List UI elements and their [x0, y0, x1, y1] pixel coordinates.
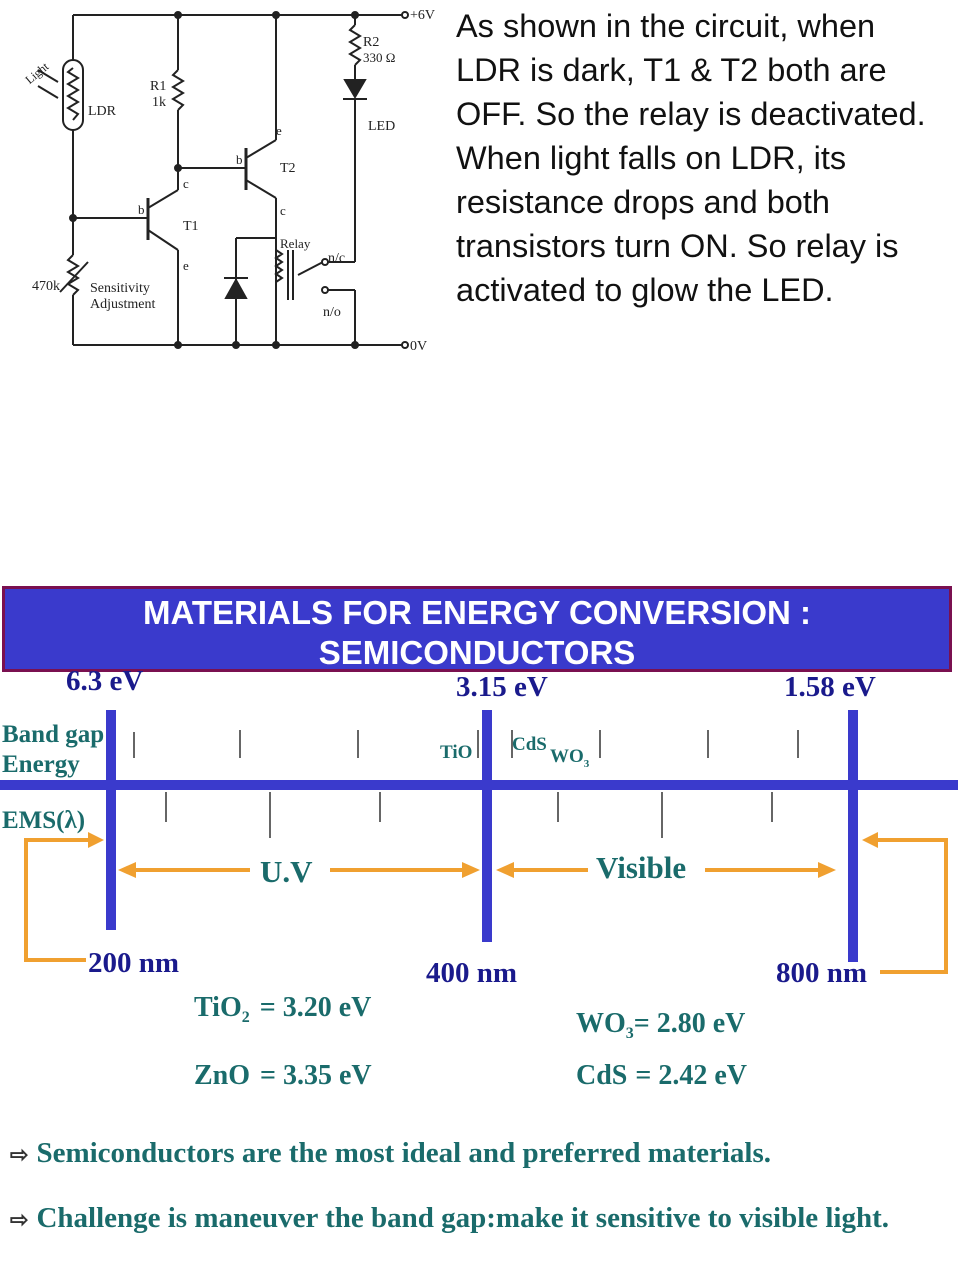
circuit-slide: Light LDR R1 1k R2 330 Ω +6V 0V LED T1 T… — [0, 0, 960, 360]
t2-base-label: b — [236, 152, 243, 167]
t1-base-label: b — [138, 202, 145, 217]
nc-label: n/c — [328, 251, 345, 266]
wavelength-400nm: 400 nm — [426, 957, 517, 989]
energy-label-6-3: 6.3 eV — [66, 670, 143, 697]
arrow-heads — [88, 832, 878, 878]
marker-wo-subscript: 3 — [584, 758, 590, 770]
material-tio2-value: = 3.20 eV — [260, 992, 372, 1023]
wavelength-200nm: 200 nm — [88, 947, 179, 979]
circuit-explanation: As shown in the circuit, when LDR is dar… — [456, 4, 946, 312]
material-zno-name: ZnO — [194, 1060, 250, 1091]
wavelength-800nm: 800 nm — [776, 957, 867, 989]
ems-label: EMS(λ) — [2, 807, 85, 834]
energy-label-1-58: 1.58 eV — [784, 671, 876, 703]
explanation-paragraph-2: When light falls on LDR, its resistance … — [456, 140, 899, 308]
material-cds-name: CdS — [576, 1060, 627, 1091]
note-text-2: Challenge is maneuver the band gap:make … — [36, 1202, 890, 1234]
t2-collector-label: c — [280, 203, 286, 218]
title-line-1: MATERIALS FOR ENERGY CONVERSION : — [143, 594, 811, 631]
explanation-paragraph-1: As shown in the circuit, when LDR is dar… — [456, 8, 926, 132]
adjustment-label: Adjustment — [90, 297, 155, 312]
t1-emitter-label: e — [183, 258, 189, 273]
bar-800nm — [848, 710, 858, 962]
relay-label: Relay — [280, 236, 311, 251]
note-arrow-icon: ⇨ — [10, 1207, 29, 1232]
region-visible-label: Visible — [596, 850, 686, 885]
r1-label: R1 — [150, 79, 166, 94]
band-gap-label: Band gap — [2, 721, 104, 748]
upper-ticks — [133, 730, 799, 838]
t1-collector-label: c — [183, 176, 189, 191]
marker-tio-label: TiO — [440, 742, 472, 763]
note-ideal-materials: ⇨ Semiconductors are the most ideal and p… — [10, 1136, 940, 1172]
material-wo3-sub: 3 — [626, 1025, 634, 1042]
pot-value: 470k — [32, 279, 60, 294]
t1-label: T1 — [183, 219, 199, 234]
material-zno-value: = 3.35 eV — [260, 1060, 372, 1091]
slide-title-bar: MATERIALS FOR ENERGY CONVERSION : SEMICO… — [2, 586, 952, 672]
light-label: Light — [22, 59, 51, 87]
marker-wo-name: WO — [550, 746, 584, 767]
band-gap-spectrum-diagram: 6.3 eV 3.15 eV 1.58 eV Band gap Energy E… — [0, 670, 958, 1091]
material-cds-value: = 2.42 eV — [635, 1060, 747, 1091]
ground-label: 0V — [410, 339, 427, 354]
material-tio2-sub: 2 — [242, 1009, 250, 1026]
energy-axis-label: Energy — [2, 751, 80, 778]
note-arrow-icon: ⇨ — [10, 1142, 29, 1167]
ldr-label: LDR — [88, 104, 117, 119]
region-uv-label: U.V — [260, 854, 313, 889]
led-label: LED — [368, 119, 395, 134]
note-text-1: Semiconductors are the most ideal and pr… — [36, 1137, 771, 1169]
material-tio2: TiO2 = 3.20 eV — [194, 992, 371, 1026]
marker-wo-label: WO3 — [550, 746, 590, 770]
material-wo3-name: WO — [576, 1008, 626, 1039]
material-tio2-name: TiO — [194, 992, 242, 1023]
bar-400nm — [482, 710, 492, 942]
t2-label: T2 — [280, 161, 296, 176]
semiconductor-slide: MATERIALS FOR ENERGY CONVERSION : SEMICO… — [0, 584, 960, 1282]
marker-cds-label: CdS — [512, 734, 547, 755]
t2-emitter-label: e — [276, 123, 282, 138]
sensitivity-label: Sensitivity — [90, 281, 150, 296]
title-line-2: SEMICONDUCTORS — [318, 634, 636, 671]
spectrum-axis — [0, 780, 958, 790]
material-wo3: WO3= 2.80 eV — [576, 1008, 745, 1042]
region-arrows — [24, 838, 948, 974]
material-zno: ZnO = 3.35 eV — [194, 1060, 372, 1091]
r2-label: R2 — [363, 35, 379, 50]
slide-title: MATERIALS FOR ENERGY CONVERSION : SEMICO… — [5, 589, 949, 673]
r2-value: 330 Ω — [363, 50, 395, 65]
supply-label: +6V — [410, 8, 435, 23]
ldr-circuit-diagram: Light LDR R1 1k R2 330 Ω +6V 0V LED T1 T… — [22, 8, 435, 354]
r1-value: 1k — [152, 95, 166, 110]
note-band-gap-challenge: ⇨ Challenge is maneuver the band gap:make… — [10, 1201, 940, 1237]
no-label: n/o — [323, 305, 341, 320]
material-cds: CdS = 2.42 eV — [576, 1060, 747, 1091]
material-wo3-value: = 2.80 eV — [634, 1008, 746, 1039]
energy-label-3-15: 3.15 eV — [456, 671, 548, 703]
bar-200nm — [106, 710, 116, 930]
